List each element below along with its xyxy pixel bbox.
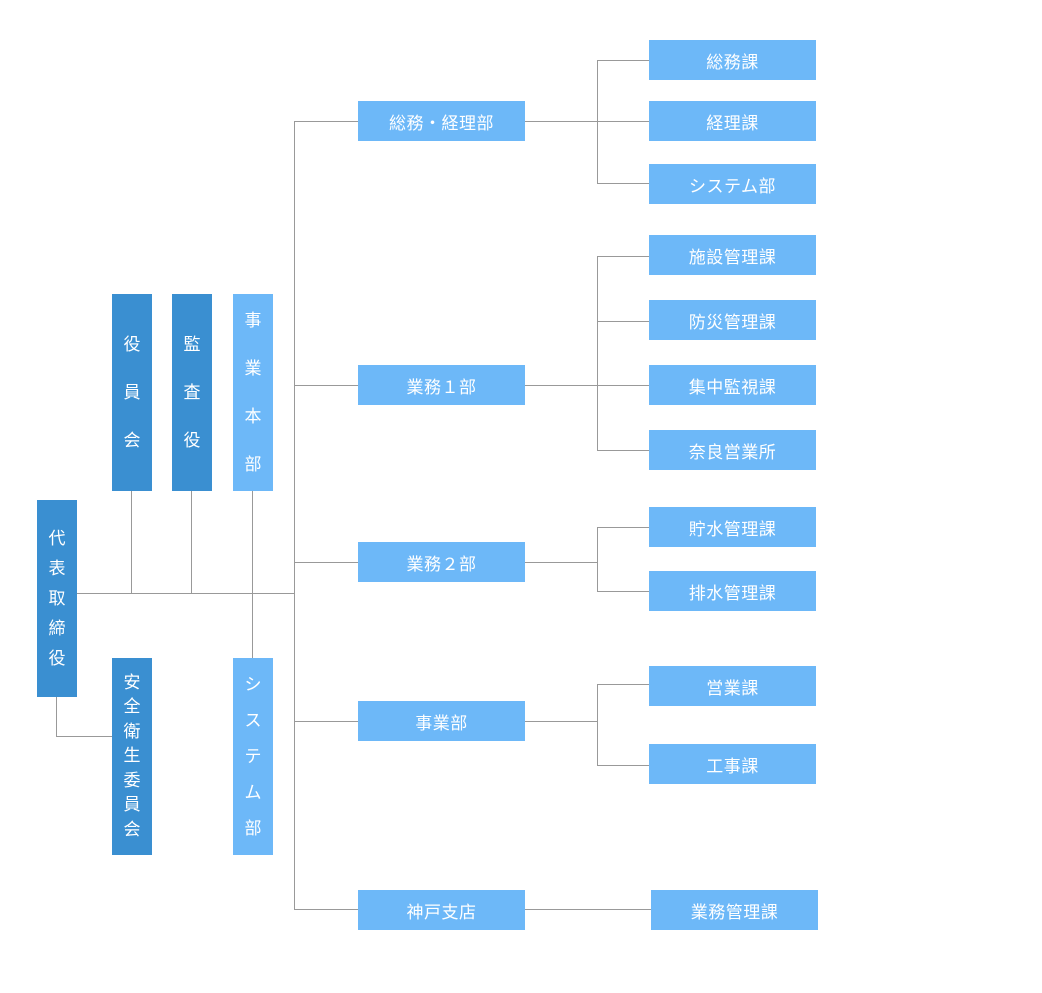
safety-committee-box: 安全衛生委員会 [112,658,152,855]
section-box: 業務管理課 [651,890,818,930]
section-box: 営業課 [649,666,816,706]
section-box: システム部 [649,164,816,204]
business-hq-box: 事業本部 [233,294,273,491]
section-box: 奈良営業所 [649,430,816,470]
auditor-box: 監査役 [172,294,212,491]
section-box: 集中監視課 [649,365,816,405]
department-box: 業務１部 [358,365,525,405]
board-box: 役員会 [112,294,152,491]
department-box: 神戸支店 [358,890,525,930]
department-box: 業務２部 [358,542,525,582]
section-box: 施設管理課 [649,235,816,275]
system-dept-left-box: システム部 [233,658,273,855]
section-box: 経理課 [649,101,816,141]
department-box: 総務・経理部 [358,101,525,141]
section-box: 防災管理課 [649,300,816,340]
section-box: 排水管理課 [649,571,816,611]
department-box: 事業部 [358,701,525,741]
section-box: 貯水管理課 [649,507,816,547]
ceo-box: 代表取締役 [37,500,77,697]
section-box: 工事課 [649,744,816,784]
section-box: 総務課 [649,40,816,80]
